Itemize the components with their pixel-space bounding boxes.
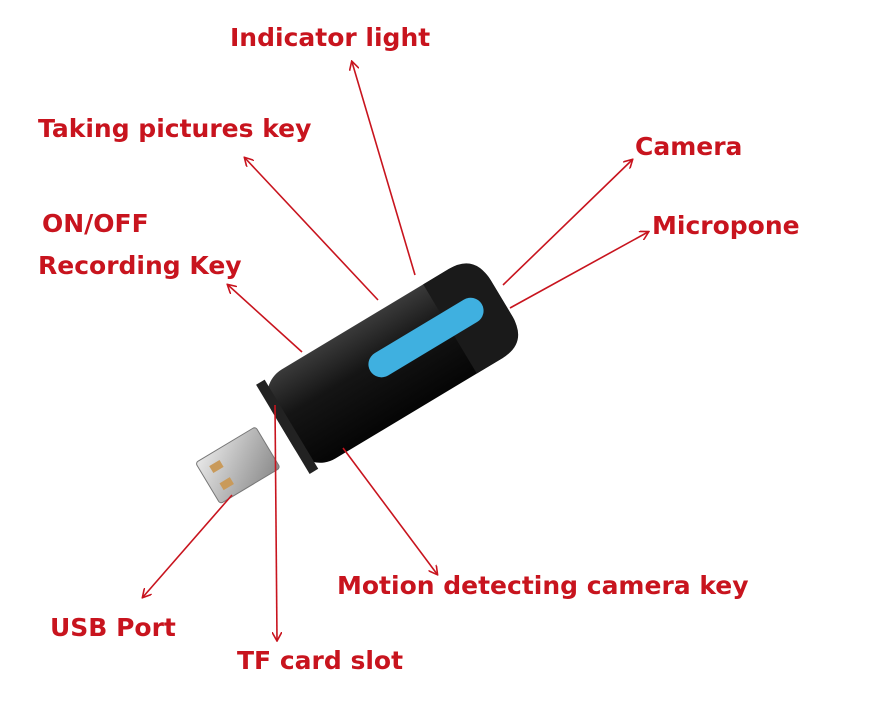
label-taking-pictures-key: Taking pictures key — [38, 114, 312, 143]
blue-stripe — [368, 297, 484, 378]
arrow-indicator — [352, 62, 416, 276]
arrow-recording — [228, 285, 303, 353]
label-usb-port: USB Port — [50, 613, 176, 642]
arrow-pictures — [245, 158, 379, 301]
arrow-tf — [275, 404, 277, 640]
label-on-off: ON/OFF — [42, 209, 149, 238]
arrow-motion — [342, 447, 437, 574]
label-tf-card-slot: TF card slot — [237, 646, 404, 675]
label-recording-key: Recording Key — [38, 251, 242, 280]
label-indicator-light: Indicator light — [230, 23, 431, 52]
label-camera: Camera — [635, 132, 743, 161]
arrow-camera — [502, 160, 632, 286]
arrow-usb — [143, 494, 233, 597]
label-microphone: Micropone — [652, 211, 800, 240]
device-body — [256, 263, 519, 474]
usb-connector — [196, 427, 280, 504]
label-motion-key: Motion detecting camera key — [337, 571, 749, 600]
arrow-microphone — [509, 232, 648, 309]
